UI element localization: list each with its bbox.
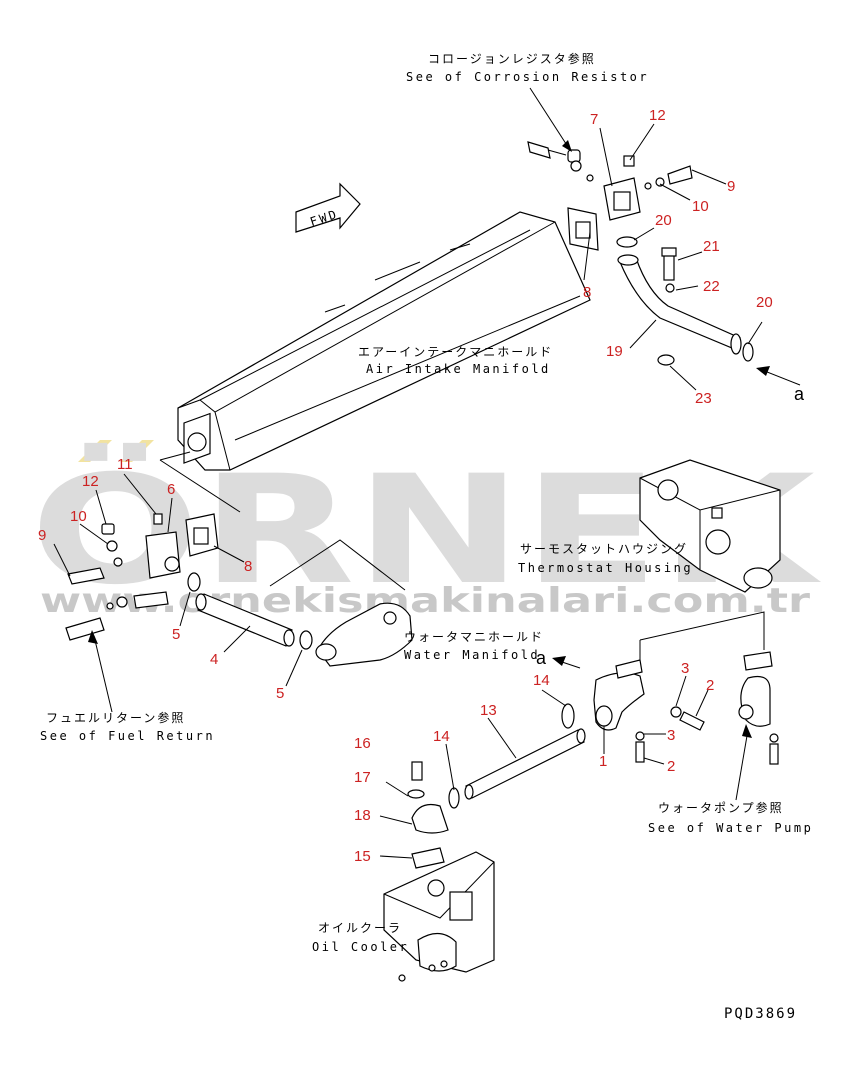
part-number-6: 6	[167, 481, 175, 498]
watermark-url: www.ornekismakinalari.com.tr	[40, 581, 810, 621]
part-number-2: 2	[706, 677, 714, 694]
part-number-8: 8	[583, 284, 591, 301]
left-group	[65, 451, 313, 713]
water-elbow-1	[552, 640, 705, 763]
part-number-8: 8	[244, 558, 252, 575]
part-number-15: 15	[354, 848, 371, 865]
label-thermostat-jp: サーモスタットハウジング	[520, 542, 688, 556]
label-oil-cooler-en: Oil Cooler	[312, 940, 409, 954]
label-water-pump-en: See of Water Pump	[648, 821, 813, 835]
part-number-9: 9	[38, 527, 46, 544]
part-number-4: 4	[210, 651, 218, 668]
part-number-17: 17	[354, 769, 371, 786]
part-number-14: 14	[433, 728, 450, 745]
label-water-pump-jp: ウォータポンプ参照	[658, 800, 784, 815]
air-intake-manifold	[177, 211, 591, 471]
pipe-19	[619, 257, 741, 349]
part-number-18: 18	[354, 807, 371, 824]
leader-lines	[53, 87, 763, 859]
part-number-13: 13	[480, 702, 497, 719]
label-thermostat-en: Thermostat Housing	[518, 561, 693, 575]
label-corrosion-en: See of Corrosion Resistor	[406, 70, 649, 84]
part-number-12: 12	[649, 107, 666, 124]
part-number-20: 20	[655, 212, 672, 229]
watermark-accent-right	[120, 440, 154, 462]
part-number-21: 21	[703, 238, 720, 255]
part-number-11: 11	[117, 456, 133, 473]
part-number-3: 3	[681, 660, 689, 677]
part-number-5: 5	[276, 685, 284, 702]
corrosion-resistor-group	[527, 141, 801, 386]
label-corrosion-jp: コロージョンレジスタ参照	[428, 51, 596, 66]
part-number-10: 10	[70, 508, 87, 525]
part-number-1: 1	[599, 753, 607, 770]
label-fuel-return-en: See of Fuel Return	[40, 729, 215, 743]
arrow-label-a-right: a	[794, 384, 805, 404]
drawing-code: PQD3869	[724, 1006, 797, 1022]
part-number-2: 2	[667, 758, 675, 775]
water-manifold	[269, 539, 413, 667]
part-number-23: 23	[695, 390, 712, 407]
oil-cooler-group	[383, 761, 495, 982]
pipe-13	[464, 728, 586, 800]
part-number-16: 16	[354, 735, 371, 752]
label-fuel-return-jp: フュエルリターン参照	[46, 710, 185, 725]
part-number-5: 5	[172, 626, 180, 643]
watermark-accent-left	[78, 440, 112, 462]
part-number-7: 7	[590, 111, 598, 128]
part-number-20: 20	[756, 294, 773, 311]
label-water-manifold-jp: ウォータマニホールド	[404, 630, 544, 644]
part-number-10: 10	[692, 198, 709, 215]
part-numbers: 7 12 9 10 20 21 22 8 19 20 23 11 12 6 10…	[38, 107, 773, 865]
label-air-intake-en: Air Intake Manifold	[366, 362, 551, 376]
label-oil-cooler-jp: オイルクーラ	[318, 921, 402, 935]
text-labels: コロージョンレジスタ参照 See of Corrosion Resistor エ…	[40, 51, 813, 1022]
thermostat-housing	[639, 459, 781, 593]
arrow-label-a-left: a	[536, 648, 547, 668]
part-number-19: 19	[606, 343, 623, 360]
fwd-sign: FWD	[295, 182, 361, 233]
part-number-14: 14	[533, 672, 550, 689]
part-number-9: 9	[727, 178, 735, 195]
part-number-12: 12	[82, 473, 99, 490]
part-number-22: 22	[703, 278, 720, 295]
label-air-intake-jp: エアーインテークマニホールド	[358, 345, 553, 359]
part-number-3: 3	[667, 727, 675, 744]
label-water-manifold-en: Water Manifold	[404, 648, 540, 662]
water-pump-group	[639, 611, 779, 801]
